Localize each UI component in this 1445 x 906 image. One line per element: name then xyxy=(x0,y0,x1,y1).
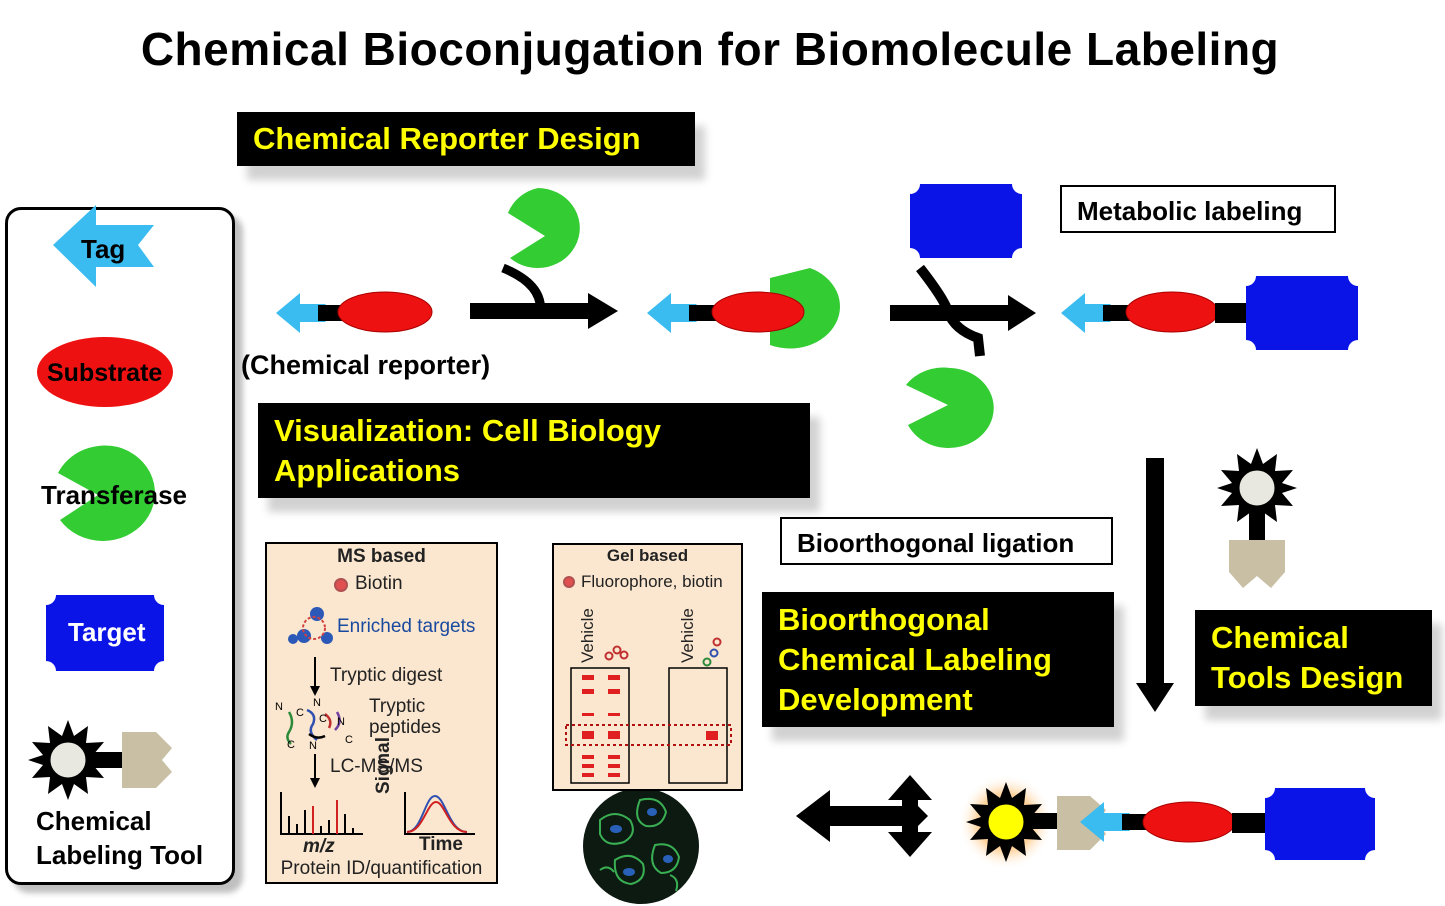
svg-text:C: C xyxy=(287,739,295,751)
gel-panel-header: Gel based xyxy=(606,546,689,565)
chemical-tool-vertical xyxy=(1217,448,1297,588)
tag-icon xyxy=(53,205,154,287)
label-chemical-reporter: (Chemical reporter) xyxy=(241,350,491,380)
svg-text:N: N xyxy=(313,697,321,709)
ms-time-label: Time xyxy=(419,834,464,855)
banner-tools-line1: Chemical xyxy=(1211,620,1349,655)
banner-visualization: Visualization: Cell Biology Applications xyxy=(258,403,810,498)
banner-bioorthogonal-line2: Chemical Labeling xyxy=(778,642,1052,677)
gel-vehicle-label-1: Vehicle xyxy=(578,608,597,663)
legend-tool-label-1: Chemical xyxy=(36,806,152,836)
banner-tools-design: Chemical Tools Design xyxy=(1195,610,1432,706)
ms-biotin-label: Biotin xyxy=(355,573,403,594)
label-metabolic-labeling: Metabolic labeling xyxy=(1060,185,1336,233)
gel-highlight-box xyxy=(565,724,732,746)
legend-target-label: Target xyxy=(68,617,146,647)
banner-bioorthogonal-line1: Bioorthogonal xyxy=(778,602,990,637)
banner-bioorthogonal-development: Bioorthogonal Chemical Labeling Developm… xyxy=(762,592,1114,727)
arrow-down xyxy=(1136,458,1174,712)
gel-fluorophore-label: Fluorophore, biotin xyxy=(581,572,723,591)
target-icon xyxy=(46,595,164,671)
legend-transferase-label: Transferase xyxy=(41,480,187,510)
svg-text:N: N xyxy=(309,740,317,752)
svg-text:C: C xyxy=(319,713,327,725)
banner-bioorthogonal-line3: Development xyxy=(778,682,973,717)
mass-spectrum-plot xyxy=(280,792,363,835)
labeled-target xyxy=(1061,276,1358,350)
probe-icon-2 xyxy=(702,637,722,667)
complex-with-transferase xyxy=(647,268,841,349)
svg-text:N: N xyxy=(337,716,345,728)
ms-tryptic-digest-label: Tryptic digest xyxy=(330,665,443,686)
legend-substrate-label: Substrate xyxy=(47,359,163,387)
gel-bands-left xyxy=(582,675,620,777)
gel-band-right xyxy=(706,731,718,740)
substrate-icon xyxy=(37,337,173,407)
target-incoming xyxy=(910,184,1022,258)
banner-reporter-design: Chemical Reporter Design xyxy=(237,112,695,166)
chromatogram-plot xyxy=(404,792,475,835)
page-title: Chemical Bioconjugation for Biomolecule … xyxy=(140,23,1280,75)
svg-text:N: N xyxy=(275,701,283,713)
label-bioorthogonal-ligation: Bioorthogonal ligation xyxy=(780,517,1113,565)
banner-visualization-line1: Visualization: Cell Biology xyxy=(274,413,661,448)
transferase-icon xyxy=(58,445,155,541)
ms-lcms-label: LC-MS/MS xyxy=(330,756,423,777)
svg-text:C: C xyxy=(345,734,353,746)
ms-panel-header: MS based xyxy=(337,546,426,567)
legend-tag-label: Tag xyxy=(81,234,126,264)
probe-icon-1 xyxy=(604,645,629,661)
ms-signal-label: Signal xyxy=(373,736,394,794)
banner-visualization-line2: Applications xyxy=(274,453,461,488)
arrow-transfer xyxy=(890,264,1036,448)
multi-direction-arrow xyxy=(796,775,932,857)
arrow-transferase-binding xyxy=(470,188,618,329)
legend-tool-label-2: Labeling Tool xyxy=(36,840,204,870)
ms-tryptic-label-2: peptides xyxy=(369,717,441,738)
gel-vehicle-label-2: Vehicle xyxy=(678,608,697,663)
peptides-icon xyxy=(286,708,341,745)
gel-panel: Gel based Fluorophore, biotin Vehicle Ve… xyxy=(552,543,743,791)
final-labeled-construct xyxy=(958,774,1375,870)
ms-enriched-label: Enriched targets xyxy=(337,616,476,637)
microscopy-image xyxy=(583,788,699,904)
ms-tryptic-label-1: Tryptic xyxy=(369,696,426,717)
banner-tools-line2: Tools Design xyxy=(1211,660,1404,695)
labeling-tool-icon xyxy=(28,720,172,800)
gel-panel-graphics xyxy=(563,576,732,784)
svg-text:C: C xyxy=(296,707,304,719)
ms-footer-label: Protein ID/quantification xyxy=(280,858,483,879)
reporter-construct xyxy=(276,291,433,333)
enriched-targets-icon xyxy=(288,607,333,644)
ms-mz-label: m/z xyxy=(303,836,335,857)
legend-box: Tag Substrate Transferase Target Chemica… xyxy=(5,205,235,885)
